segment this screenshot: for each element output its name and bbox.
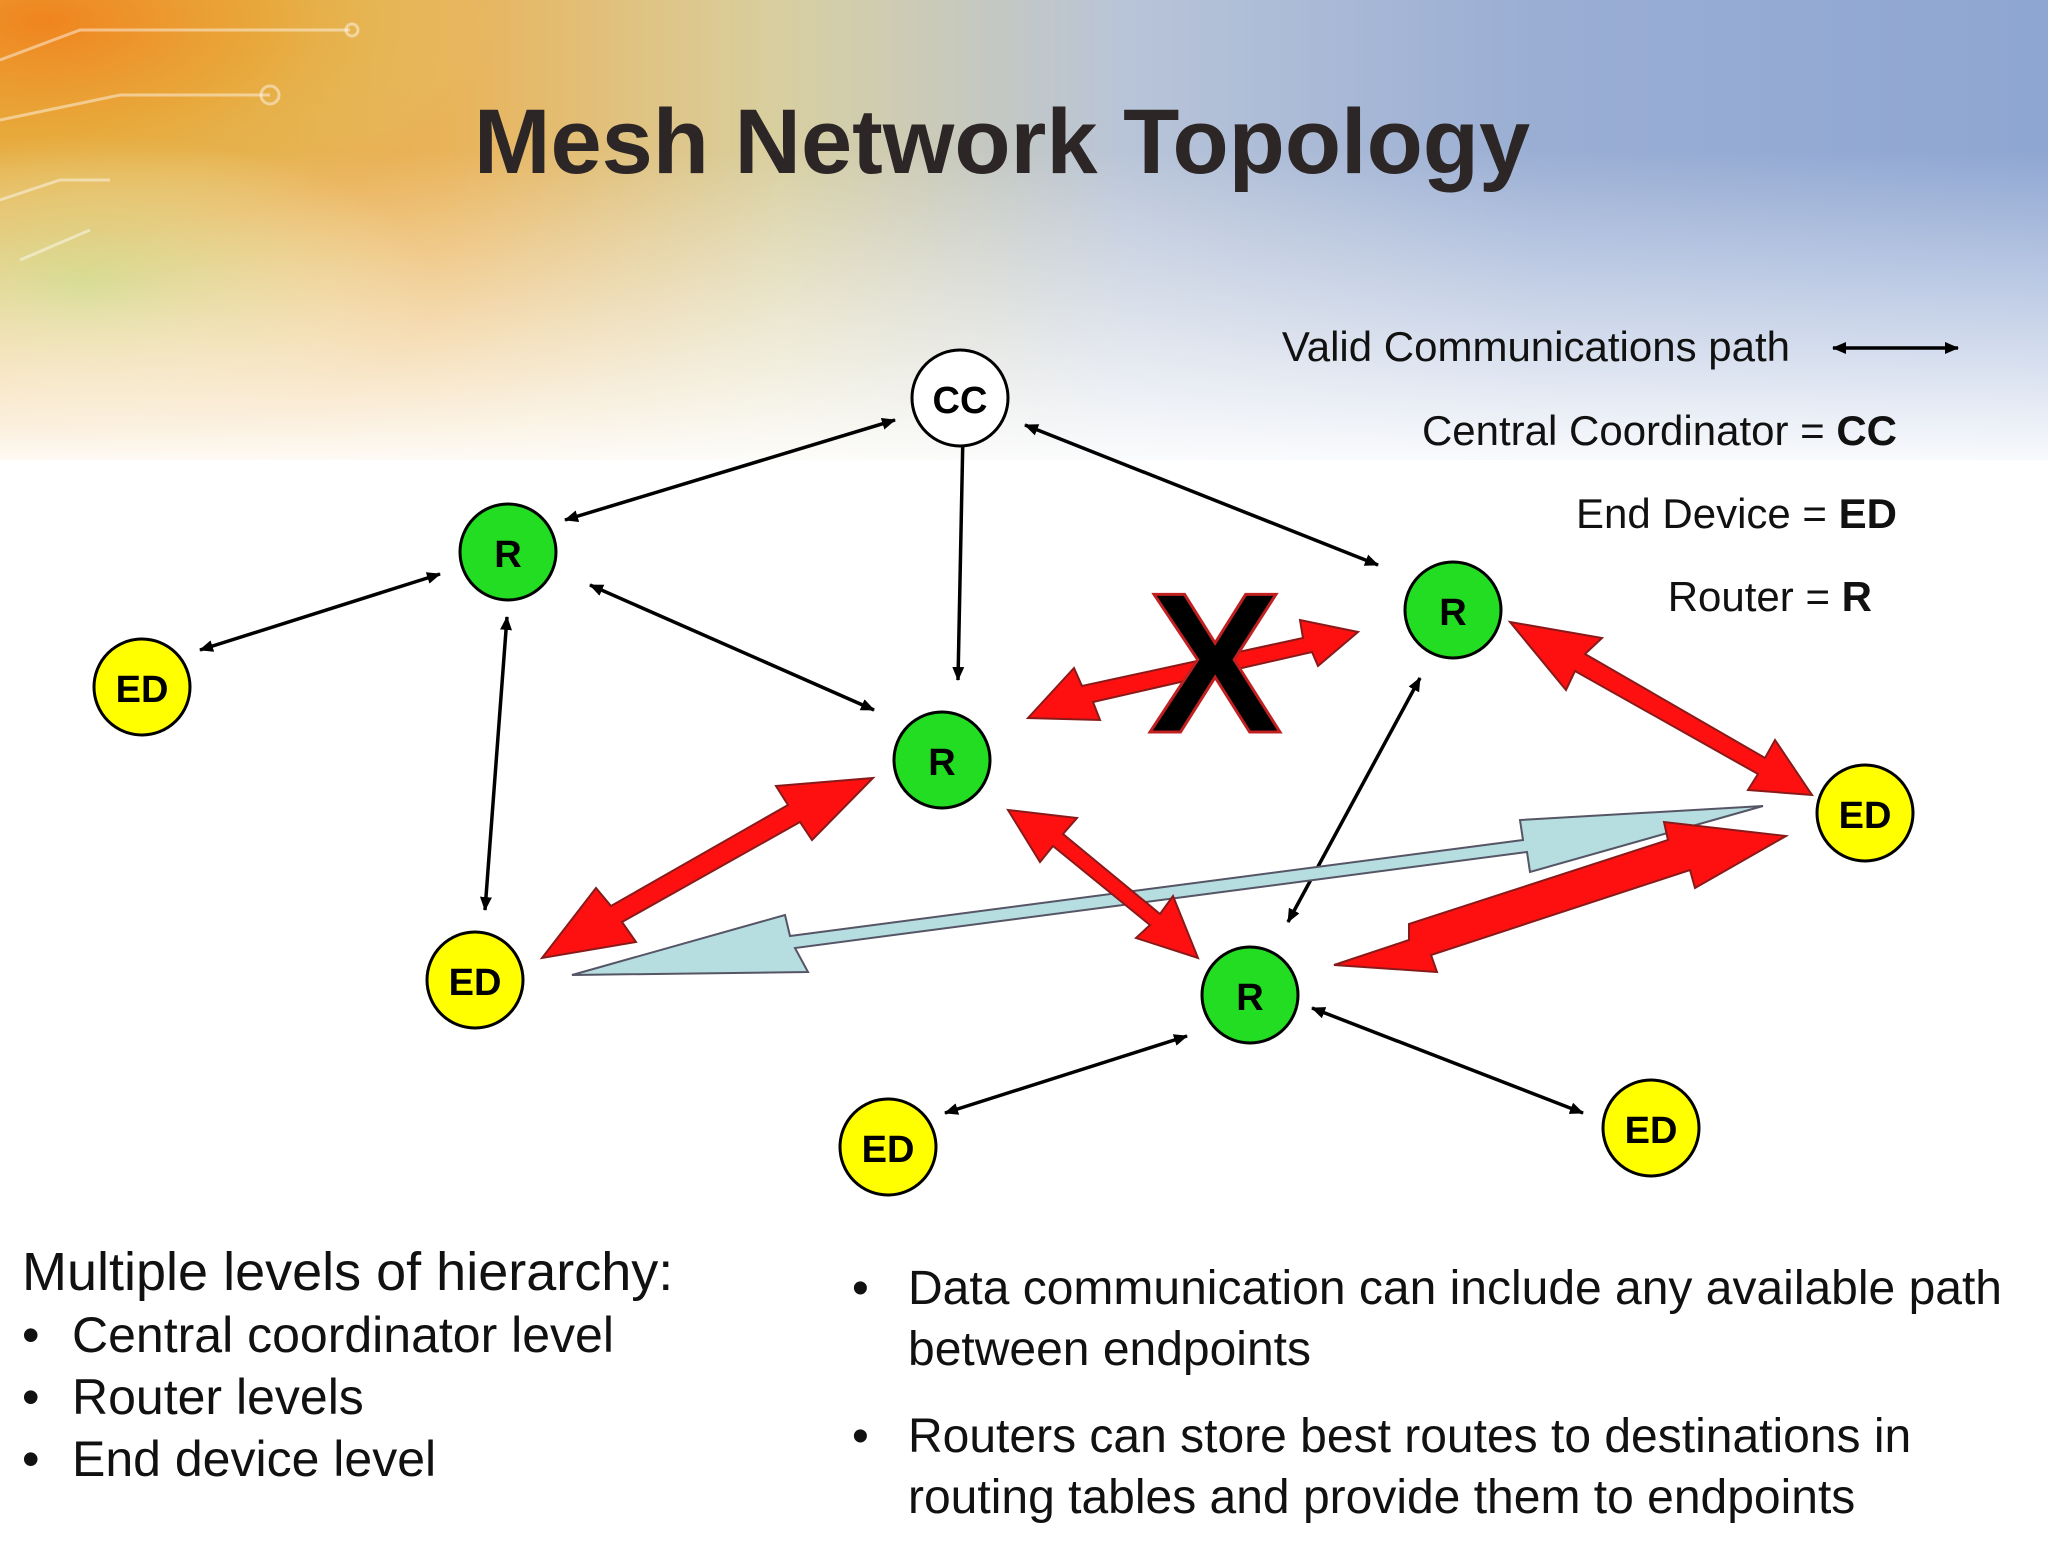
list-item: • End device level [22, 1428, 842, 1490]
notes-list: • Data communication can include any avai… [852, 1258, 2032, 1528]
list-item-text: Central coordinator level [72, 1307, 614, 1363]
node-end-device-1-label: ED [116, 669, 169, 711]
slide-title: Mesh Network Topology [473, 91, 1531, 193]
list-item-text: Data communication can include any avail… [908, 1262, 2002, 1376]
path-cc-r1 [564, 418, 896, 522]
legend-router-value: R [1842, 573, 1872, 620]
node-router-4: R [1200, 945, 1300, 1045]
legend-cc-value: CC [1836, 407, 1897, 454]
bullet-icon: • [852, 1410, 869, 1463]
node-end-device-4: ED [838, 1097, 938, 1197]
route-arrows [539, 618, 1814, 974]
legend-ed-prefix: End Device = [1576, 490, 1839, 537]
notes-block: • Data communication can include any avai… [852, 1258, 2032, 1554]
list-item-text: Router levels [72, 1369, 364, 1425]
path-r1-ed1 [199, 572, 441, 652]
broken-link-x-icon: X [1148, 552, 1281, 775]
legend-path-label: Valid Communications path [1282, 323, 1790, 370]
path-r3-r4 [1286, 677, 1422, 923]
legend-ed: End Device = ED [1576, 490, 1897, 537]
legend-router-prefix: Router = [1668, 573, 1842, 620]
list-item: • Data communication can include any avai… [852, 1258, 2032, 1380]
path-cc-r3 [1024, 423, 1379, 567]
list-item: • Routers can store best routes to destin… [852, 1406, 2032, 1528]
hierarchy-block: Multiple levels of hierarchy: • Central c… [22, 1240, 842, 1490]
node-end-device-2-label: ED [449, 962, 502, 1004]
list-item-text: Routers can store best routes to destina… [908, 1410, 1912, 1524]
node-router-1: R [458, 502, 558, 602]
bullet-icon: • [22, 1369, 40, 1425]
valid-paths [199, 418, 1584, 1115]
legend: Valid Communications path Central Coordi… [1282, 323, 1959, 620]
path-r1-ed2 [479, 616, 513, 911]
legend-cc-prefix: Central Coordinator = [1422, 407, 1836, 454]
alt-path-arrow [571, 805, 1764, 976]
legend-cc: Central Coordinator = CC [1422, 407, 1897, 454]
bullet-icon: • [852, 1262, 869, 1315]
bullet-icon: • [22, 1431, 40, 1487]
node-router-2: R [892, 710, 992, 810]
path-r1-r2 [589, 583, 875, 712]
path-r4-ed5 [1311, 1006, 1584, 1115]
node-router-2-label: R [928, 742, 955, 784]
path-cc-r2 [952, 431, 969, 681]
node-end-device-5: ED [1601, 1078, 1701, 1178]
node-end-device-3: ED [1815, 763, 1915, 863]
list-item-text: End device level [72, 1431, 437, 1487]
node-cc-label: CC [933, 380, 988, 422]
node-router-3-label: R [1439, 592, 1466, 634]
node-router-1-label: R [494, 534, 521, 576]
node-router-4-label: R [1236, 977, 1263, 1019]
node-end-device-1: ED [92, 637, 192, 737]
bullet-icon: • [22, 1307, 40, 1363]
node-end-device-3-label: ED [1839, 795, 1892, 837]
node-end-device-5-label: ED [1625, 1110, 1678, 1152]
node-cc: CC [910, 348, 1010, 448]
node-end-device-4-label: ED [862, 1129, 915, 1171]
hierarchy-heading: Multiple levels of hierarchy: [22, 1242, 674, 1302]
list-item: • Router levels [22, 1366, 842, 1428]
legend-router: Router = R [1668, 573, 1872, 620]
node-end-device-2: ED [425, 930, 525, 1030]
hierarchy-list: • Central coordinator level • Router level… [22, 1304, 842, 1490]
path-r4-ed4 [944, 1034, 1188, 1115]
node-router-3: R [1403, 560, 1503, 660]
list-item: • Central coordinator level [22, 1304, 842, 1366]
legend-ed-value: ED [1839, 490, 1897, 537]
